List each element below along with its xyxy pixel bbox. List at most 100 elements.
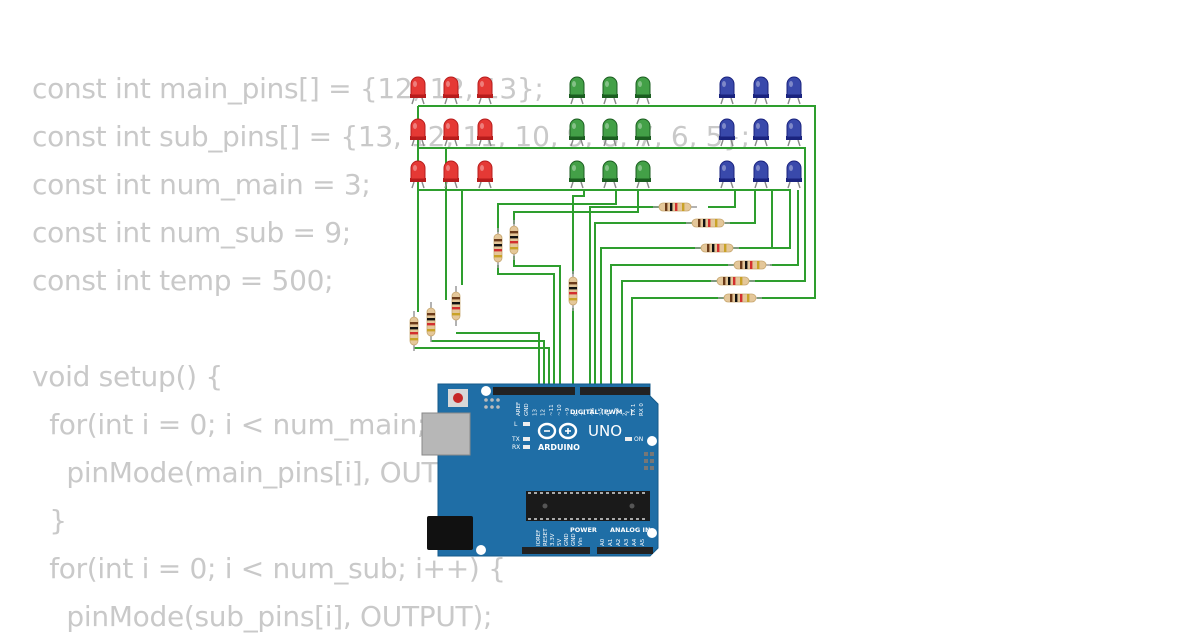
resistor-band	[510, 247, 518, 250]
led-rim	[477, 94, 493, 98]
analog-header	[597, 547, 653, 554]
resistor-band	[750, 261, 753, 269]
led-leg	[454, 181, 458, 189]
led-blue	[786, 160, 802, 180]
wire	[513, 256, 561, 388]
led-red	[477, 160, 493, 180]
pin-label: GND	[524, 403, 530, 416]
power-jack[interactable]	[427, 516, 473, 550]
pin-label: 4	[606, 412, 612, 416]
led-rim	[410, 178, 426, 182]
led-blue	[753, 118, 769, 138]
led-rim	[569, 136, 585, 140]
led-rim	[410, 136, 426, 140]
mount-hole	[647, 436, 657, 446]
resistor-band	[569, 287, 577, 290]
resistor	[493, 228, 503, 268]
led-leg	[613, 139, 617, 147]
led-highlight	[756, 165, 760, 171]
arduino-logo-icon	[537, 422, 578, 440]
usb-connector[interactable]	[421, 412, 471, 456]
led-rim	[635, 136, 651, 140]
resistor-band	[740, 261, 743, 269]
code-line: const int main_pins[] = {12, 12, 13};	[32, 72, 544, 105]
led-rim	[602, 178, 618, 182]
icsp2-pin	[644, 459, 648, 463]
led-rx	[523, 445, 530, 449]
led-rim	[635, 94, 651, 98]
led-leg	[570, 181, 574, 189]
wire	[594, 222, 693, 388]
digital-header-label: DIGITAL (PWM ~)	[570, 408, 633, 416]
led-highlight	[572, 81, 576, 87]
resistor	[451, 286, 461, 326]
pin-label: A1	[608, 539, 614, 546]
resistor	[728, 260, 772, 270]
resistor	[695, 243, 739, 253]
led-leg	[754, 139, 758, 147]
resistor-band	[410, 327, 418, 330]
led-rim	[719, 178, 735, 182]
wire	[610, 264, 738, 388]
resistor-band	[707, 244, 710, 252]
led-leg	[613, 181, 617, 189]
pin-label: 12	[541, 409, 547, 416]
digital-header-right	[580, 387, 650, 395]
led-leg	[580, 97, 584, 105]
led-rim	[635, 178, 651, 182]
led-green	[569, 76, 585, 96]
resistor-band	[427, 318, 435, 321]
led-rim	[477, 178, 493, 182]
icsp2-pin	[650, 466, 654, 470]
led-highlight	[722, 81, 726, 87]
led-red	[410, 160, 426, 180]
led-highlight	[480, 81, 484, 87]
pin-label: AREF	[516, 402, 522, 416]
led-highlight	[480, 165, 484, 171]
led-leg	[730, 139, 734, 147]
led-leg	[720, 97, 724, 105]
digital-header-left	[493, 387, 575, 395]
code-line: const int num_main = 3;	[32, 168, 371, 201]
pin-label: ~10	[557, 404, 563, 416]
power-header	[522, 547, 590, 554]
led-leg	[787, 139, 791, 147]
resistor-band	[698, 219, 701, 227]
led-rim	[786, 94, 802, 98]
led-blue	[719, 160, 735, 180]
resistor-band	[740, 294, 743, 302]
led-blue	[786, 76, 802, 96]
microcontroller-chip	[526, 491, 650, 521]
led-red	[443, 118, 459, 138]
led-green	[602, 118, 618, 138]
resistor-band	[410, 322, 418, 325]
led-leg	[730, 181, 734, 189]
led-leg	[797, 139, 801, 147]
led-highlight	[756, 81, 760, 87]
resistor-band	[494, 244, 502, 247]
code-line: void setup() {	[32, 360, 223, 393]
wire	[708, 190, 736, 208]
led-leg	[411, 97, 415, 105]
resistor-body	[426, 307, 436, 337]
led-highlight	[605, 81, 609, 87]
led-leg	[570, 97, 574, 105]
code-line: for(int i = 0; i < num_sub; i++) {	[32, 552, 506, 585]
on-label: ON	[634, 436, 643, 443]
resistor-band	[717, 244, 720, 252]
resistor	[711, 276, 755, 286]
reset-button[interactable]	[453, 393, 463, 403]
led-highlight	[446, 165, 450, 171]
resistor-band	[452, 307, 460, 310]
resistor-body	[493, 233, 503, 263]
resistor-band	[708, 219, 711, 227]
led-red	[477, 76, 493, 96]
wire	[418, 147, 806, 282]
led-highlight	[789, 123, 793, 129]
resistor-band	[728, 277, 731, 285]
icsp-pin	[496, 405, 500, 409]
mount-hole	[481, 386, 491, 396]
resistor-band	[569, 282, 577, 285]
led-leg	[603, 181, 607, 189]
led-leg	[636, 97, 640, 105]
